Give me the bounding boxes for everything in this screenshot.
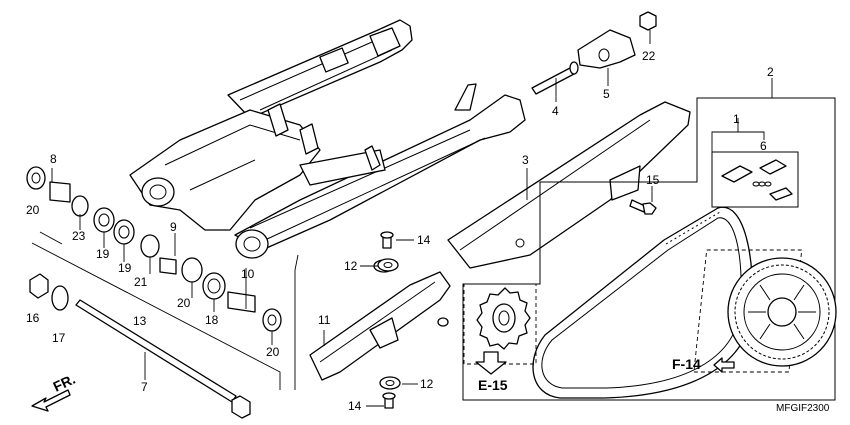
callout-23: 23: [72, 229, 86, 243]
front-direction-label: FR.: [51, 371, 78, 395]
driven-sprocket: F-14: [672, 249, 837, 373]
drive-sprocket: E-15: [463, 283, 537, 393]
pivot-bearing-stack: [26, 166, 282, 332]
leader-lines: [31, 30, 773, 407]
callout-labels: 1 2 3 4 5 6 7 8 9 10 11 12 12 13 14 14 1…: [26, 49, 774, 413]
callout-8: 8: [50, 152, 57, 166]
chain-adjuster-group: [531, 11, 657, 95]
callout-2: 2: [767, 65, 774, 79]
callout-14-top: 14: [417, 233, 431, 247]
callout-16: 16: [26, 311, 40, 325]
chain-joint-kit-box: [711, 151, 799, 208]
callout-13: 13: [133, 314, 147, 328]
bolt-15: [629, 199, 657, 215]
pivot-bolt-assembly: [29, 273, 251, 419]
callout-20-right: 20: [266, 345, 280, 359]
callout-5: 5: [603, 87, 610, 101]
callout-21: 21: [134, 275, 148, 289]
ref-f14: F-14: [672, 356, 701, 372]
callout-3: 3: [522, 153, 529, 167]
chain-case: [447, 101, 691, 269]
callout-18: 18: [205, 313, 219, 327]
callout-17: 17: [52, 331, 66, 345]
callout-12-bottom: 12: [420, 377, 434, 391]
front-direction-arrow: FR.: [31, 371, 78, 412]
callout-12-top: 12: [344, 259, 358, 273]
callout-7: 7: [141, 380, 148, 394]
callout-22: 22: [642, 49, 656, 63]
diagram-code: MFGIF2300: [776, 403, 830, 414]
callout-9: 9: [170, 220, 177, 234]
drive-chain-kit-box: [462, 97, 836, 401]
callout-1: 1: [733, 112, 740, 126]
callout-10: 10: [241, 267, 255, 281]
callout-20-left: 20: [26, 203, 40, 217]
callout-11: 11: [318, 313, 331, 327]
callout-15: 15: [646, 173, 660, 187]
ref-e15: E-15: [478, 377, 508, 393]
callout-19-left: 19: [96, 247, 110, 261]
chain-slider-group: [309, 231, 451, 409]
callout-14-bottom: 14: [348, 399, 362, 413]
callout-4: 4: [552, 104, 559, 118]
callout-6: 6: [760, 139, 767, 153]
callout-20-mid: 20: [177, 296, 191, 310]
callout-19-right: 19: [118, 261, 132, 275]
swingarm: [129, 19, 526, 259]
